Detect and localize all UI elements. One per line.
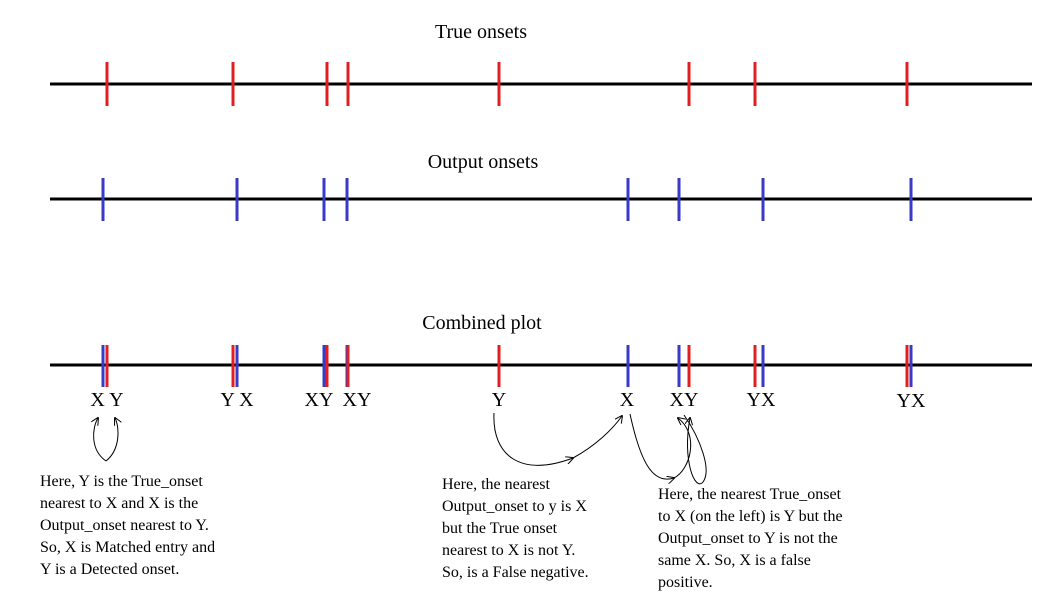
note-line: So, X is Matched entry and xyxy=(40,539,215,556)
note-matched: Here, Y is the True_onset nearest to X a… xyxy=(40,473,215,578)
onset-pair-label: YX xyxy=(897,390,926,412)
note-line: Output_onset to Y is not the xyxy=(658,530,838,547)
combined-true-ticks xyxy=(105,345,909,387)
false-positive-loop xyxy=(683,414,707,485)
note-line: Y is a Detected onset. xyxy=(40,561,179,578)
true-onset-ticks xyxy=(105,62,909,106)
note-line: Here, the nearest xyxy=(442,476,550,493)
note-line: nearest to X and X is the xyxy=(40,495,198,512)
annotation-arrows xyxy=(94,412,707,485)
onset-pair-label: XY xyxy=(305,389,334,411)
matched-arrow-y xyxy=(105,418,118,462)
note-line: but the True onset xyxy=(442,520,558,537)
onset-pair-label: X xyxy=(620,389,635,411)
onset-pair-label: YX xyxy=(747,389,776,411)
matched-arrow-x xyxy=(94,418,107,462)
note-line: nearest to X is not Y. xyxy=(442,542,575,559)
onset-pair-label: XY xyxy=(343,389,372,411)
false-negative-arrow-x xyxy=(572,416,622,459)
onset-pair-label: XY xyxy=(670,389,699,411)
onset-pair-label: Y X xyxy=(220,389,254,411)
false-positive-arrow-x xyxy=(629,413,674,479)
output-onset-ticks xyxy=(101,178,913,221)
note-line: Output_onset nearest to Y. xyxy=(40,517,209,534)
onset-pair-label: X Y xyxy=(90,389,123,411)
combined-plot-title: Combined plot xyxy=(422,312,542,334)
false-negative-arrow-y xyxy=(493,412,573,466)
note-false-negative: Here, the nearest Output_onset to y is X… xyxy=(442,476,589,581)
note-line: to X (on the left) is Y but the xyxy=(658,508,843,525)
output-onsets-title: Output onsets xyxy=(428,151,539,173)
note-line: Output_onset to y is X xyxy=(442,498,587,515)
note-line: same X. So, X is a false xyxy=(658,552,811,569)
note-line: Here, Y is the True_onset xyxy=(40,473,203,490)
note-false-positive: Here, the nearest True_onset to X (on th… xyxy=(658,486,843,591)
note-line: positive. xyxy=(658,574,713,591)
onset-pair-label: Y xyxy=(492,389,506,411)
false-positive-arrow-y xyxy=(673,418,692,479)
true-onsets-title: True onsets xyxy=(435,21,527,43)
combined-labels: X Y Y X XY XY Y X XY YX YX xyxy=(90,389,926,412)
note-line: Here, the nearest True_onset xyxy=(658,486,842,503)
note-line: So, is a False negative. xyxy=(442,564,589,581)
